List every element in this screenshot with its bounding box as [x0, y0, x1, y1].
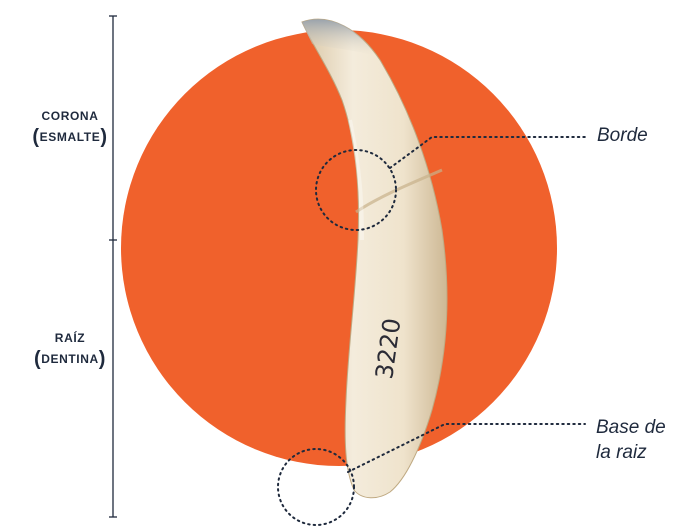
root-label: RAÍZ (DENTINA) [30, 330, 110, 373]
scale-bar [109, 16, 117, 517]
background-circle [121, 30, 557, 466]
edge-label: Borde [597, 124, 648, 149]
root-base-label: Base de la raiz [596, 416, 666, 465]
crown-label: CORONA (ESMALTE) [30, 108, 110, 151]
crown-subtitle: (ESMALTE) [30, 124, 110, 151]
crown-title: CORONA [30, 108, 110, 124]
root-title: RAÍZ [30, 330, 110, 346]
root-subtitle: (DENTINA) [30, 346, 110, 373]
